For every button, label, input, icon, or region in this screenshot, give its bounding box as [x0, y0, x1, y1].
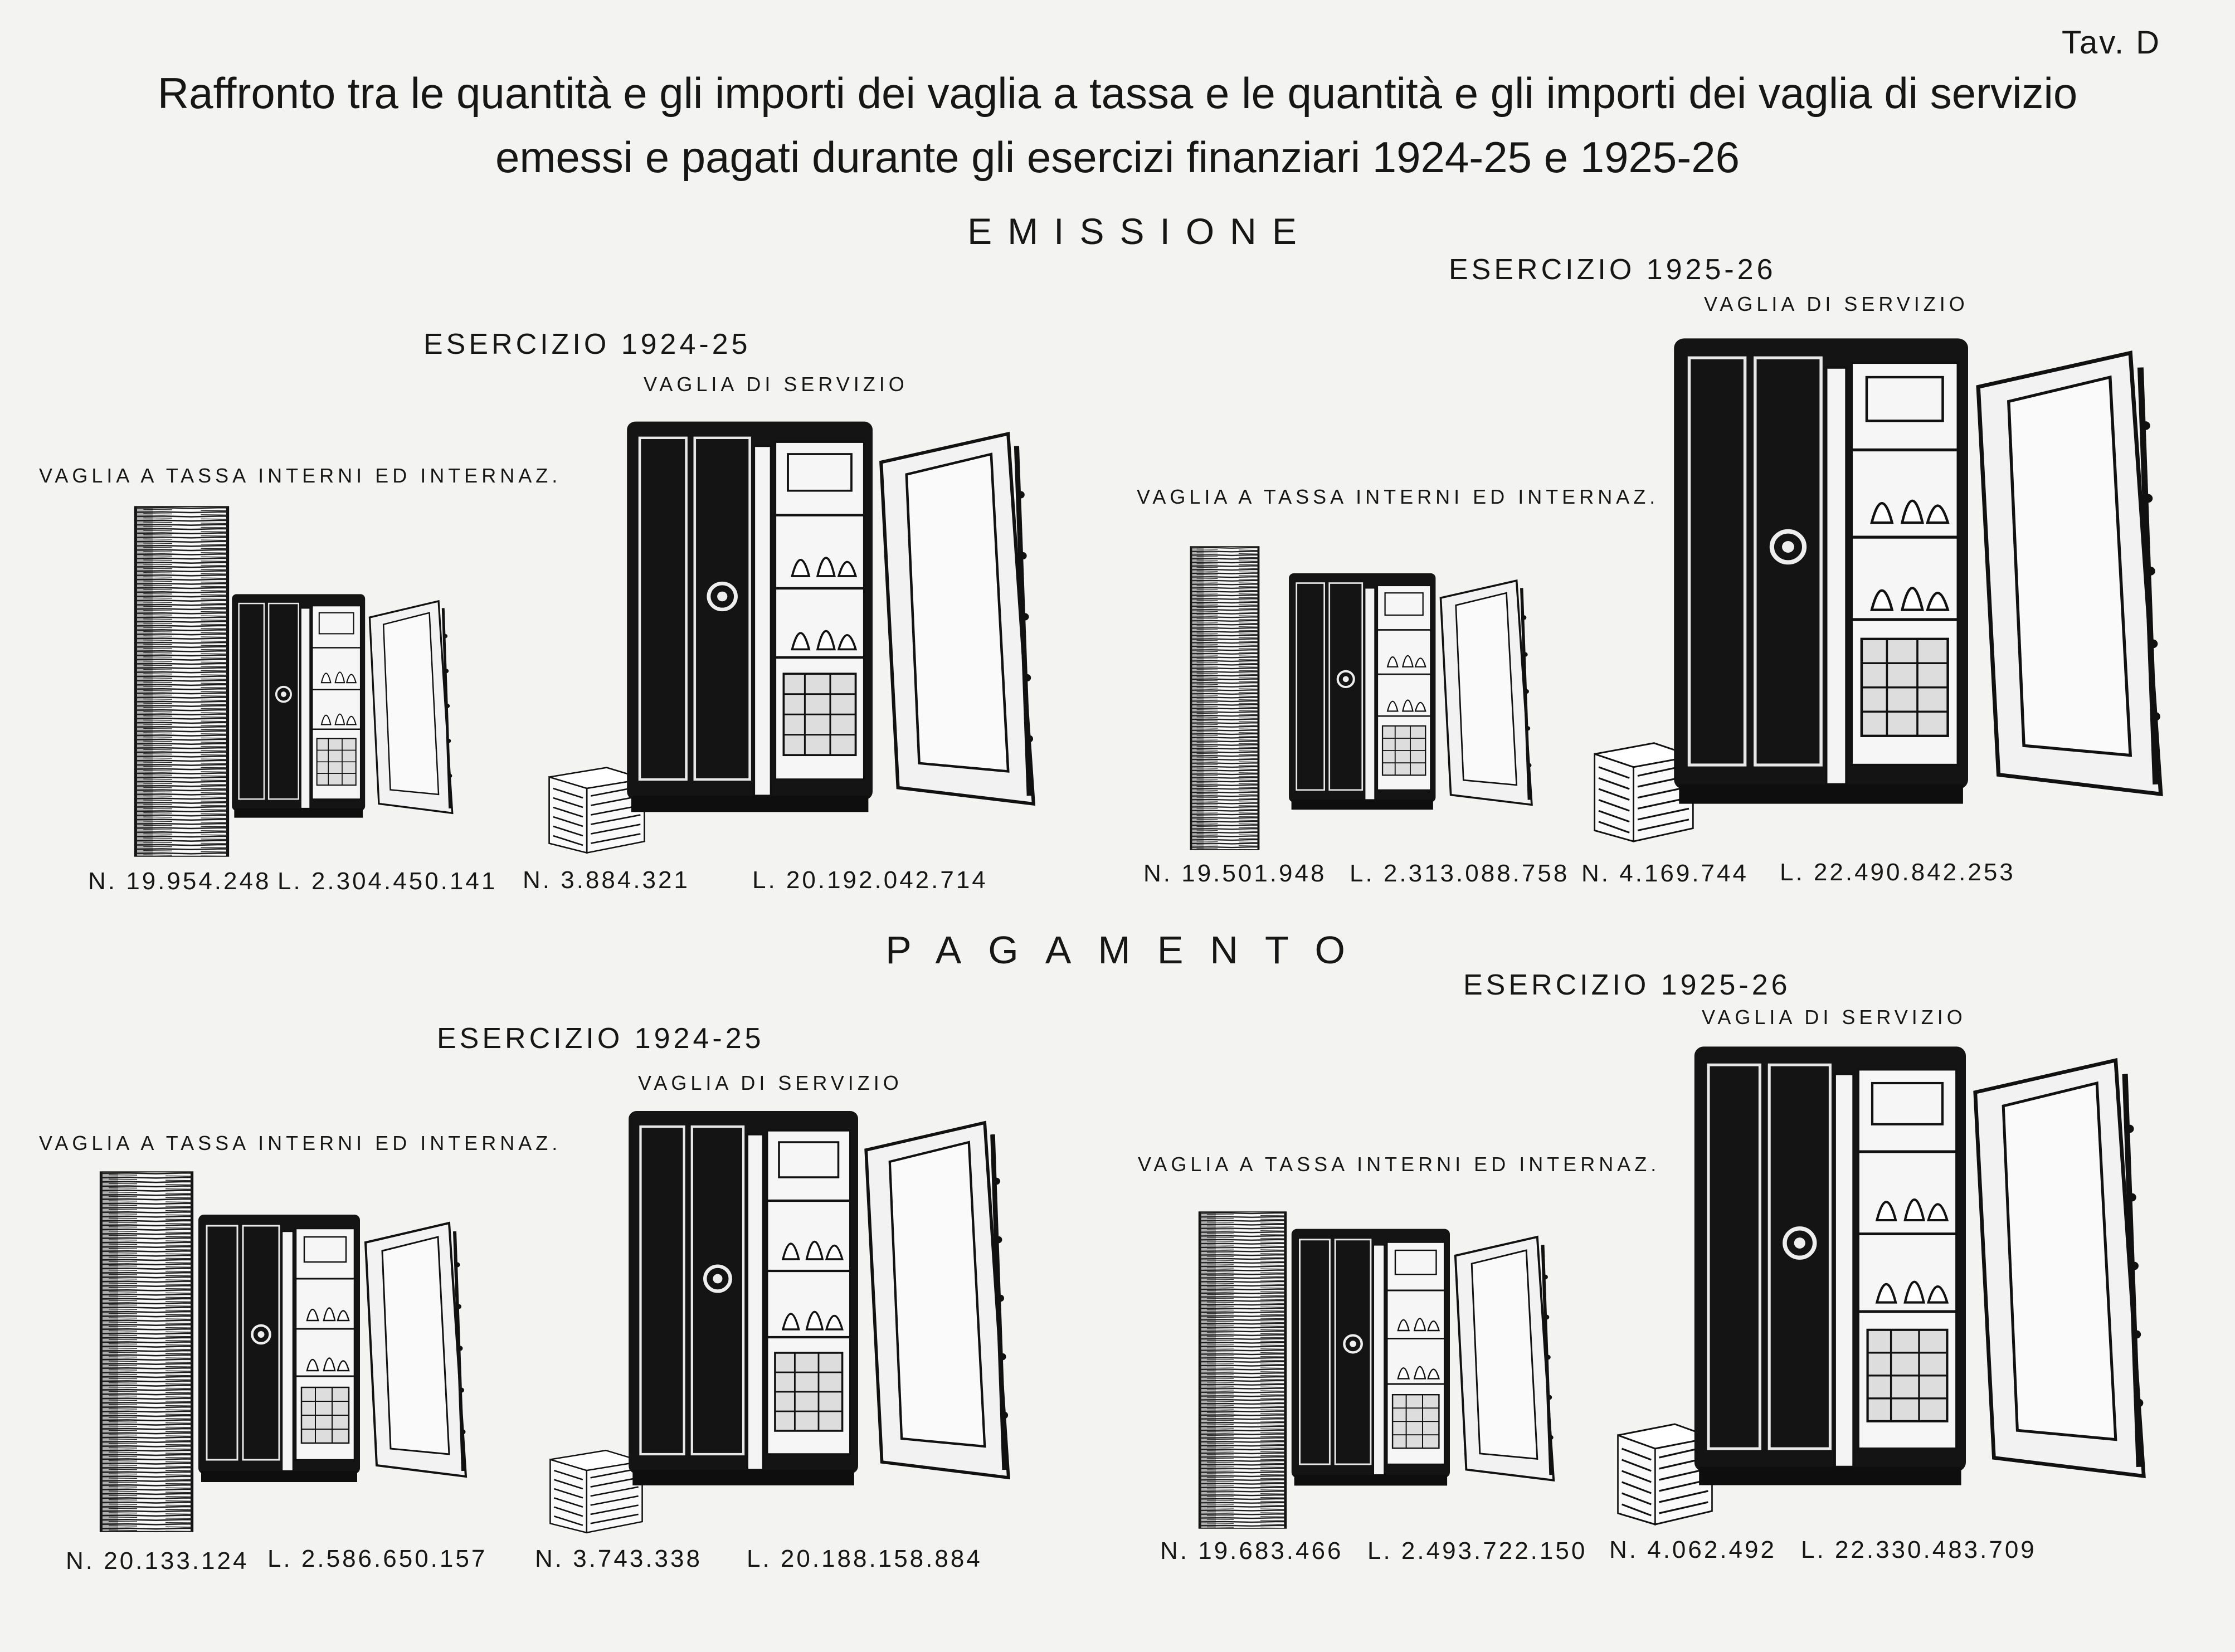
- servizio-count: N. 4.169.744: [1581, 860, 1749, 887]
- tassa-label: VAGLIA A TASSA INTERNI ED INTERNAZ.: [39, 464, 562, 487]
- small-safe-icon: [1284, 568, 1537, 815]
- plate-number: Tav. D: [2062, 25, 2161, 61]
- large-safe-icon: [619, 413, 1042, 820]
- servizio-amount: L. 20.192.042.714: [752, 866, 988, 894]
- tassa-label: VAGLIA A TASSA INTERNI ED INTERNAZ.: [1137, 485, 1659, 508]
- tassa-amount: L. 2.304.450.141: [277, 868, 498, 895]
- tassa-stack-icon: [134, 506, 230, 857]
- servizio-label: VAGLIA DI SERVIZIO: [638, 1071, 903, 1094]
- servizio-count: N. 4.062.492: [1609, 1536, 1776, 1563]
- tassa-label: VAGLIA A TASSA INTERNI ED INTERNAZ.: [1138, 1153, 1661, 1176]
- tassa-stack-icon: [99, 1171, 194, 1532]
- tassa-count: N. 20.133.124: [66, 1547, 249, 1575]
- large-safe-icon: [1685, 1037, 2153, 1494]
- tassa-count: N. 19.683.466: [1160, 1537, 1343, 1565]
- servizio-label: VAGLIA DI SERVIZIO: [1704, 293, 1969, 315]
- servizio-amount: L. 20.188.158.884: [747, 1545, 982, 1572]
- tassa-amount: L. 2.493.722.150: [1367, 1537, 1588, 1565]
- year-label: ESERCIZIO 1925-26: [1449, 254, 1776, 286]
- servizio-amount: L. 22.490.842.253: [1780, 859, 2015, 886]
- year-label: ESERCIZIO 1924-25: [423, 328, 751, 360]
- tassa-stack-icon: [1198, 1211, 1287, 1529]
- servizio-amount: L. 22.330.483.709: [1801, 1536, 2037, 1563]
- small-safe-icon: [1286, 1224, 1559, 1491]
- tassa-count: N. 19.954.248: [88, 868, 271, 895]
- large-safe-icon: [621, 1103, 1016, 1493]
- year-label: ESERCIZIO 1924-25: [437, 1022, 765, 1055]
- tassa-amount: L. 2.313.088.758: [1350, 860, 1570, 887]
- tassa-amount: L. 2.586.650.157: [267, 1545, 488, 1572]
- year-label: ESERCIZIO 1925-26: [1463, 969, 1791, 1001]
- small-safe-icon: [227, 589, 457, 822]
- page-subtitle: emessi e pagati durante gli esercizi fin…: [495, 133, 1740, 182]
- tassa-count: N. 19.501.948: [1143, 860, 1327, 887]
- page-title: Raffronto tra le quantità e gli importi …: [157, 69, 2078, 118]
- servizio-count: N. 3.884.321: [523, 866, 690, 894]
- servizio-label: VAGLIA DI SERVIZIO: [1702, 1006, 1966, 1029]
- tassa-stack-icon: [1190, 546, 1260, 850]
- section-heading-pagamento: PAGAMENTO: [885, 928, 1372, 972]
- servizio-count: N. 3.743.338: [535, 1545, 702, 1572]
- tassa-label: VAGLIA A TASSA INTERNI ED INTERNAZ.: [39, 1132, 562, 1154]
- section-heading-emissione: EMISSIONE: [967, 211, 1312, 252]
- small-safe-icon: [193, 1209, 471, 1488]
- servizio-label: VAGLIA DI SERVIZIO: [644, 373, 908, 396]
- large-safe-icon: [1664, 329, 2171, 813]
